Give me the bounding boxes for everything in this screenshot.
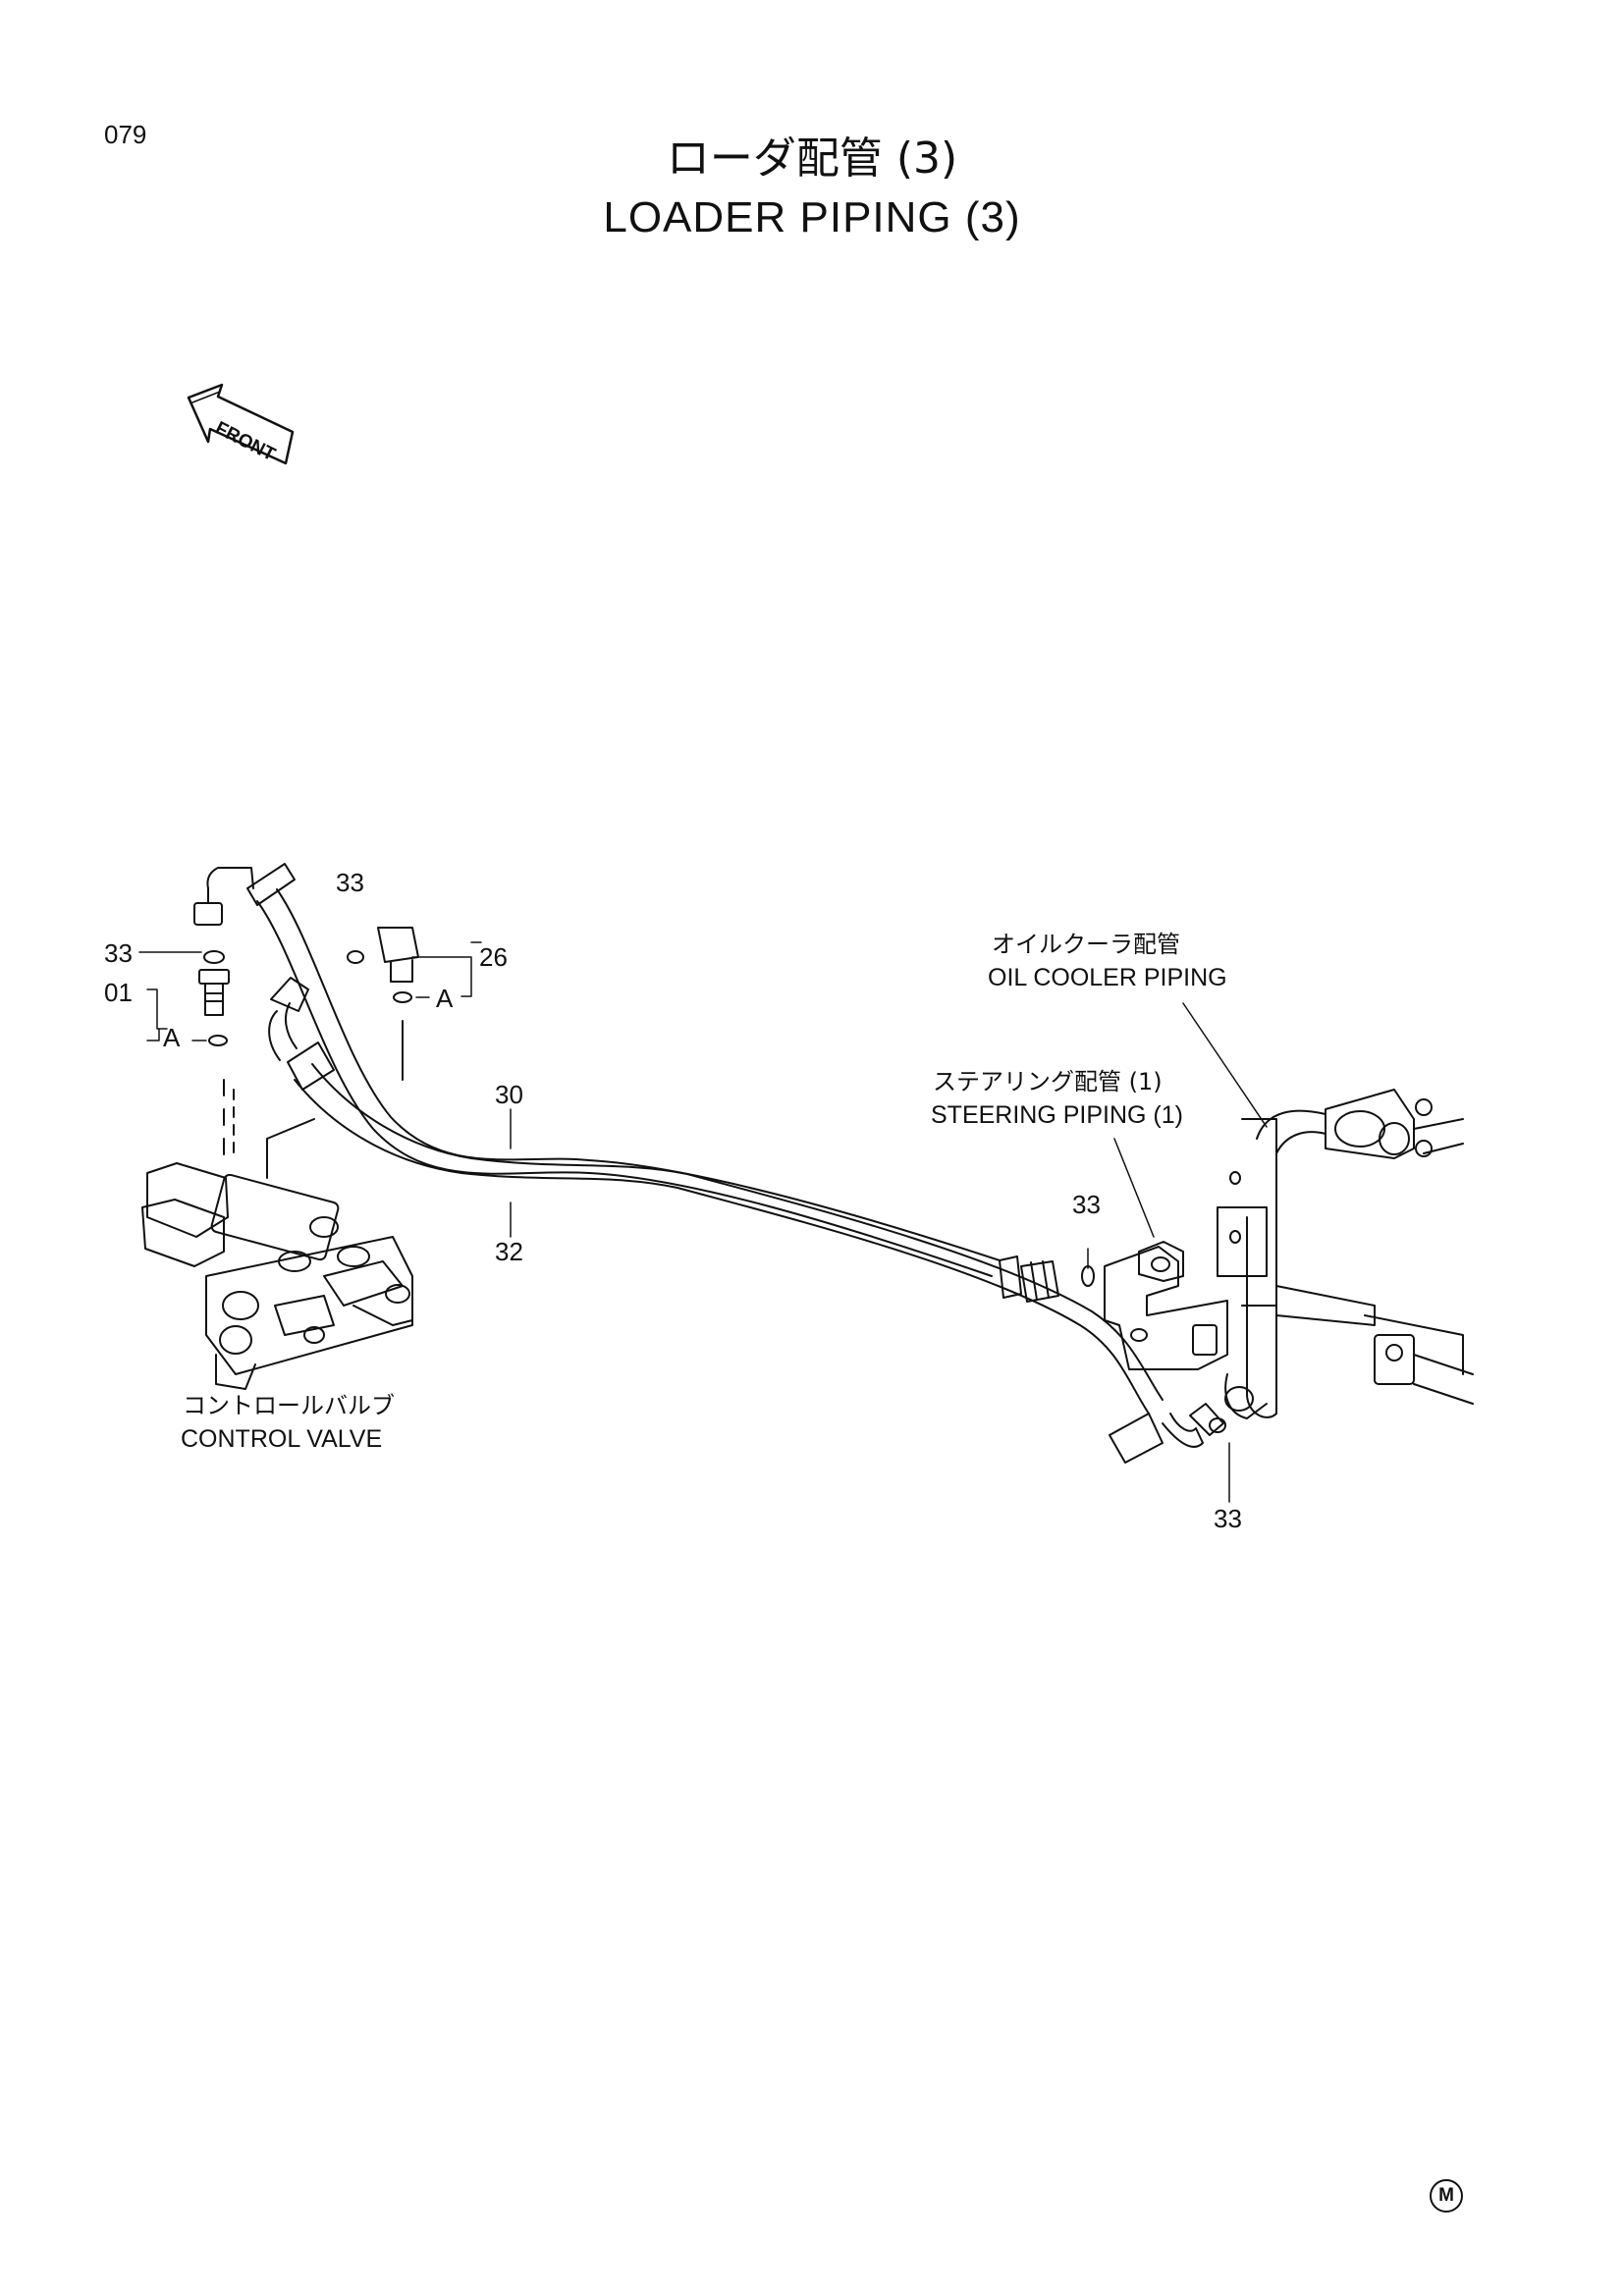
callout-01: 01 — [104, 978, 133, 1007]
callout-33-mid: 33 — [1072, 1190, 1101, 1219]
steering-label-jp: ステアリング配管 (1) — [933, 1068, 1163, 1095]
oil-cooler-label-en: OIL COOLER PIPING — [988, 964, 1227, 991]
callout-32: 32 — [495, 1237, 523, 1266]
leader-lines — [138, 941, 1268, 1503]
callout-A-left: A — [163, 1023, 181, 1052]
callout-33-bottom: 33 — [1214, 1504, 1242, 1533]
page-title-jp: ローダ配管 (3) — [666, 133, 958, 184]
control-valve-drawing — [141, 1162, 413, 1390]
hose-32 — [268, 977, 1164, 1415]
hose-30-fitting — [999, 1255, 1059, 1303]
left-fittings — [198, 950, 235, 1159]
hose-32-fitting — [1109, 1403, 1224, 1464]
control-valve-label-jp: コントロールバルブ — [183, 1392, 395, 1419]
front-label: FRONT — [212, 418, 279, 466]
callout-26: 26 — [479, 942, 508, 972]
callout-30: 30 — [495, 1080, 523, 1109]
corner-mark: M — [1430, 2179, 1463, 2213]
callout-A-right: A — [436, 984, 454, 1013]
oil-cooler-label-jp: オイルクーラ配管 — [992, 931, 1180, 958]
page-number: 079 — [104, 120, 147, 149]
steering-label-en: STEERING PIPING (1) — [931, 1101, 1183, 1129]
steering-valve-drawing — [1081, 1241, 1228, 1433]
callout-33-top: 33 — [336, 868, 364, 897]
oil-cooler-piping-drawing — [1217, 1089, 1474, 1419]
front-direction-arrow-icon: FRONT — [187, 383, 295, 466]
page-title-en: LOADER PIPING (3) — [603, 193, 1021, 241]
control-valve-label-en: CONTROL VALVE — [181, 1425, 383, 1453]
callout-33-left: 33 — [104, 938, 133, 968]
right-fittings — [266, 927, 419, 1179]
hose-30 — [193, 863, 1001, 1277]
